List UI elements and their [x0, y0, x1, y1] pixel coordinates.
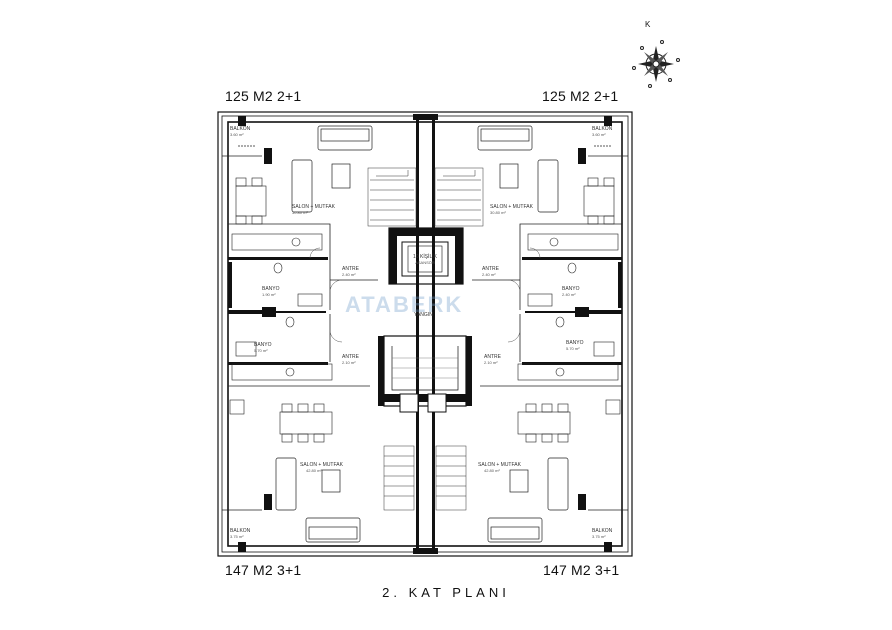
room-label-kuyu: YANGIN — [414, 312, 433, 318]
room-label-antre-bl: ANTRE — [342, 354, 360, 360]
mid-walls — [228, 257, 622, 365]
elevator-core: 10 KİŞİLİK ASANSÖR — [388, 227, 464, 285]
room-area-balkon-br: 3.75 m² — [592, 534, 606, 539]
room-area-salon-tr: 30.80 m² — [490, 210, 506, 215]
room-area-banyo-tr: 2.40 m² — [562, 292, 576, 297]
central-walls — [413, 114, 438, 554]
unit-label-top-left: 125 M2 2+1 — [225, 88, 302, 104]
room-label-antre-br: ANTRE — [484, 354, 502, 360]
watermark: ATABERK — [345, 292, 464, 317]
room-area-banyo-bl: 5.70 m² — [254, 348, 268, 353]
room-label-balkon-bl: BALKON — [230, 528, 251, 534]
room-label-banyo-tl: BANYO — [262, 286, 280, 292]
room-area-balkon-tl: 3.60 m² — [230, 132, 244, 137]
room-area-balkon-bl: 3.75 m² — [230, 534, 244, 539]
compass-north-letter: K — [645, 20, 651, 29]
stair-core — [378, 335, 472, 413]
room-area-banyo-tl: 1.90 m² — [262, 292, 276, 297]
outer-walls — [217, 111, 633, 557]
room-label-balkon-br: BALKON — [592, 528, 613, 534]
room-label-salon-bl: SALON + MUTFAK — [300, 462, 344, 468]
room-area-antre-bl: 2.10 m² — [342, 360, 356, 365]
room-label-salon-br: SALON + MUTFAK — [478, 462, 522, 468]
room-area-salon-bl: 42.80 m² — [306, 468, 322, 473]
columns — [228, 116, 622, 552]
unit-label-bottom-right: 147 M2 3+1 — [543, 562, 620, 578]
bath-fixtures — [235, 262, 615, 357]
room-label-asansor: 10 KİŞİLİK — [413, 253, 438, 260]
room-area-banyo-br: 5.70 m² — [566, 346, 580, 351]
room-area-balkon-tr: 3.60 m² — [592, 132, 606, 137]
room-area-salon-tl: 30.80 m² — [292, 210, 308, 215]
sofas — [275, 125, 569, 543]
room-area-salon-br: 42.80 m² — [484, 468, 500, 473]
room-area-antre-br: 2.10 m² — [484, 360, 498, 365]
room-label-antre-tl: ANTRE — [342, 266, 360, 272]
door-swings — [309, 247, 541, 343]
room-area-antre-tr: 2.40 m² — [482, 272, 496, 277]
room-label-salon-tl: SALON + MUTFAK — [292, 204, 336, 210]
plan-title: 2. KAT PLANI — [382, 585, 510, 600]
unit-label-top-right: 125 M2 2+1 — [542, 88, 619, 104]
lower-stairs — [383, 445, 467, 511]
room-label-banyo-br: BANYO — [566, 340, 584, 346]
upper-stairs — [367, 167, 484, 227]
unit-label-bottom-left: 147 M2 3+1 — [225, 562, 302, 578]
room-area-antre-tl: 2.40 m² — [342, 272, 356, 277]
dining-tables — [235, 177, 615, 443]
room-label-balkon-tl: BALKON — [230, 126, 251, 132]
room-label-salon-tr: SALON + MUTFAK — [490, 204, 534, 210]
room-label-balkon-tr: BALKON — [592, 126, 613, 132]
compass-rose-icon — [632, 40, 680, 88]
room-label-antre-tr: ANTRE — [482, 266, 500, 272]
room-label-banyo-tr: BANYO — [562, 286, 580, 292]
room-label-banyo-bl: BANYO — [254, 342, 272, 348]
balconies — [222, 145, 628, 511]
room-area-asansor: ASANSÖR — [415, 260, 435, 265]
kitchen-counters — [229, 233, 621, 415]
